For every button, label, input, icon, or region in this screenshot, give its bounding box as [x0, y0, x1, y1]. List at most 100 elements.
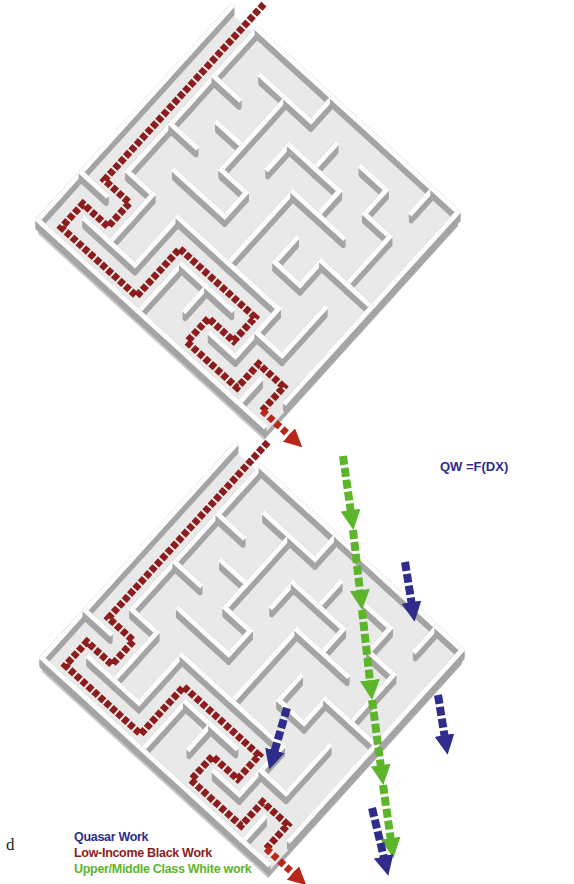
maze-wall — [207, 678, 232, 709]
maze-wall — [240, 467, 262, 499]
maze-wall — [393, 260, 415, 292]
maze-wall — [114, 680, 139, 711]
maze-wall — [189, 30, 211, 62]
maze-wall — [189, 725, 211, 757]
maze-wall — [218, 514, 243, 545]
maze-wall — [411, 189, 433, 221]
maze-wall — [415, 627, 437, 659]
maze-wall — [271, 192, 293, 224]
maze-wall — [204, 632, 229, 663]
maze-wall — [185, 287, 207, 319]
maze-wall — [107, 563, 129, 595]
maze-wall — [250, 216, 272, 248]
maze-wall — [192, 76, 214, 108]
maze-wall — [350, 307, 372, 339]
maze-wall — [293, 192, 318, 223]
maze-wall — [135, 632, 157, 664]
solution-path — [65, 442, 287, 849]
maze-wall — [174, 171, 199, 202]
maze-wall — [286, 98, 311, 129]
maze-wall — [164, 702, 186, 734]
maze-wall — [372, 283, 394, 315]
maze-wall — [117, 727, 142, 758]
maze-wall — [164, 334, 189, 365]
legend-text: Low-Income Black Work — [74, 846, 212, 860]
maze-wall — [110, 242, 135, 273]
legend-entry: Low-Income Black Work — [72, 847, 214, 861]
maze-wall — [160, 655, 182, 687]
maze-wall — [156, 217, 178, 249]
maze-wall — [189, 357, 214, 388]
work-arrow — [438, 695, 446, 745]
maze-wall — [150, 515, 172, 547]
work-arrow — [372, 808, 386, 866]
maze-wall — [235, 333, 257, 365]
maze-wall — [358, 120, 383, 151]
maze-wall — [175, 562, 200, 593]
maze-wall — [200, 194, 225, 225]
maze-wall — [322, 653, 347, 684]
maze-wall — [268, 145, 290, 177]
maze-wall — [332, 98, 357, 129]
maze-wall — [264, 98, 286, 130]
maze-wall — [85, 610, 110, 641]
maze-wall — [383, 143, 408, 174]
maze-wall — [85, 219, 110, 250]
maze-wall — [193, 795, 218, 826]
maze-wall — [89, 657, 114, 688]
maze-wall — [146, 77, 168, 109]
legend-text: Upper/Middle Class White work — [74, 862, 251, 876]
maze-wall — [171, 492, 193, 524]
maze-wall — [228, 263, 253, 294]
maze-wall — [103, 125, 125, 157]
maze-wall — [254, 654, 276, 686]
maze-wall — [207, 287, 232, 318]
maze-wall — [304, 308, 326, 340]
maze-wall — [354, 745, 376, 777]
maze-wall — [178, 609, 203, 640]
maze-wall — [149, 124, 171, 156]
maze-wall — [261, 771, 286, 802]
work-arrow — [362, 610, 371, 690]
work-arrow — [405, 562, 413, 612]
maze-wall — [322, 261, 347, 292]
maze-wall — [311, 793, 333, 825]
maze-wall — [218, 818, 243, 849]
maze-wall — [415, 236, 437, 268]
maze-floor — [42, 452, 462, 872]
maze-wall — [229, 631, 251, 663]
work-arrow — [372, 700, 382, 775]
maze-wall — [210, 334, 235, 365]
maze-wall — [232, 701, 257, 732]
maze-wall — [139, 679, 161, 711]
fragment-label: d — [6, 836, 15, 855]
maze-wall — [290, 816, 312, 848]
maze-wall — [214, 380, 239, 411]
maze-wall — [272, 583, 294, 615]
maze-wall — [239, 403, 264, 434]
maze-wall — [225, 193, 247, 225]
maze-wall — [243, 122, 265, 154]
maze-wall — [261, 467, 286, 498]
maze-wall — [182, 655, 207, 686]
maze-wall — [214, 76, 239, 107]
maze-wall — [257, 29, 282, 60]
maze-wall — [128, 539, 150, 571]
maze-wall — [124, 101, 146, 133]
maze-wall — [247, 560, 269, 592]
maze-wall — [153, 562, 175, 594]
maze-wall — [167, 54, 189, 86]
maze-wall — [81, 172, 106, 203]
legend-entry: Quasar Work — [72, 831, 150, 845]
maze-wall — [131, 194, 153, 226]
work-arrows — [272, 456, 446, 866]
maze-wall — [289, 145, 314, 176]
maze-wall — [138, 312, 163, 343]
work-arrow — [383, 785, 392, 848]
maze-wall — [436, 212, 458, 244]
maze-wall — [67, 681, 92, 712]
maze-wall — [268, 536, 290, 568]
maze-wall — [142, 750, 167, 781]
maze-wall — [42, 658, 67, 689]
maze-wall — [193, 468, 215, 500]
